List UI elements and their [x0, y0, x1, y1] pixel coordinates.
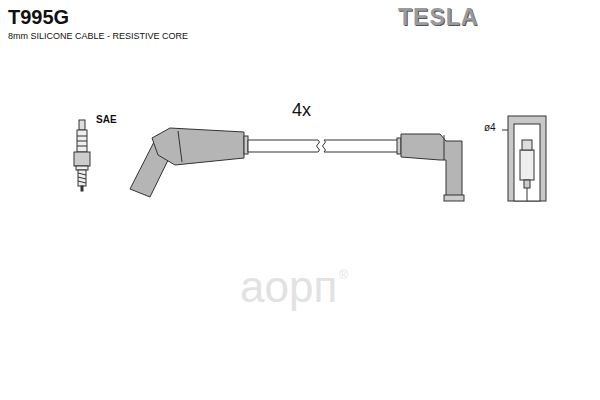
terminal-section [508, 116, 546, 201]
watermark: аорп [240, 262, 337, 312]
cable [248, 140, 400, 152]
quantity: 4x [292, 100, 311, 121]
watermark-mark: ® [339, 268, 348, 282]
brand-logo: TESLA [398, 4, 478, 31]
plug-type: SAE [96, 114, 117, 125]
right-boot [397, 134, 464, 201]
spark-plug [74, 120, 90, 191]
left-boot [130, 128, 248, 197]
part-number: T995G [8, 6, 69, 29]
diameter: ø4 [484, 122, 496, 133]
cable-spec: 8mm SILICONE CABLE - RESISTIVE CORE [8, 31, 188, 41]
leader-line [502, 130, 508, 131]
